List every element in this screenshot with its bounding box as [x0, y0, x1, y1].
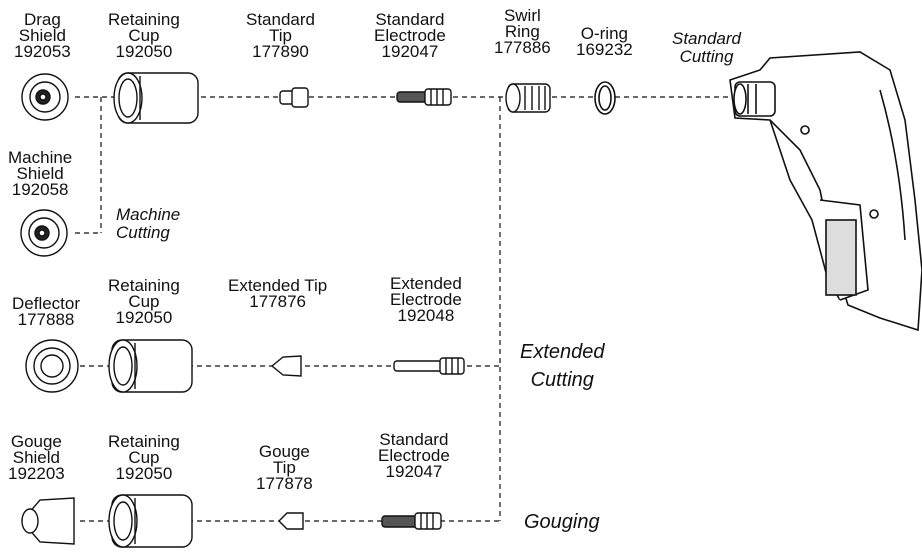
extended-electrode-part	[394, 358, 464, 374]
extended-electrode-label: Extended Electrode 192048	[390, 276, 462, 324]
o-ring-part	[595, 82, 615, 114]
drag-shield-part	[22, 74, 68, 120]
deflector-label: Deflector 177888	[12, 296, 80, 328]
standard-electrode-gouge-label: Standard Electrode 192047	[378, 432, 450, 480]
retaining-cup-gouge-part	[109, 495, 192, 547]
standard-electrode-label: Standard Electrode 192047	[374, 12, 446, 60]
standard-tip-part	[280, 88, 308, 107]
machine-shield-part	[21, 210, 67, 256]
retaining-cup-part	[114, 73, 198, 123]
machine-cutting-label: Machine Cutting	[116, 206, 180, 242]
swirl-ring-label: Swirl Ring 177886	[494, 8, 551, 56]
retaining-cup-extended-label: Retaining Cup 192050	[108, 278, 180, 326]
gouging-label: Gouging	[524, 508, 600, 536]
o-ring-label: O-ring 169232	[576, 26, 633, 58]
retaining-cup-label: Retaining Cup 192050	[108, 12, 180, 60]
gouge-tip-label: Gouge Tip 177878	[256, 444, 313, 492]
retaining-cup-extended-part	[109, 340, 192, 392]
deflector-part	[26, 340, 78, 392]
standard-electrode-part	[397, 89, 451, 105]
retaining-cup-gouge-label: Retaining Cup 192050	[108, 434, 180, 482]
standard-tip-label: Standard Tip 177890	[246, 12, 315, 60]
standard-cutting-label: Standard Cutting	[672, 30, 741, 66]
standard-electrode-gouge-part	[382, 513, 441, 529]
gouge-shield-part	[22, 498, 74, 544]
gouge-tip-part	[279, 513, 303, 529]
torch-handle	[730, 52, 922, 330]
extended-cutting-label: Extended Cutting	[520, 338, 605, 394]
drag-shield-label: Drag Shield 192053	[14, 12, 71, 60]
machine-shield-label: Machine Shield 192058	[8, 150, 72, 198]
gouge-shield-label: Gouge Shield 192203	[8, 434, 65, 482]
extended-tip-part	[272, 356, 301, 376]
extended-tip-label: Extended Tip 177876	[228, 278, 327, 310]
swirl-ring-part	[506, 84, 550, 112]
